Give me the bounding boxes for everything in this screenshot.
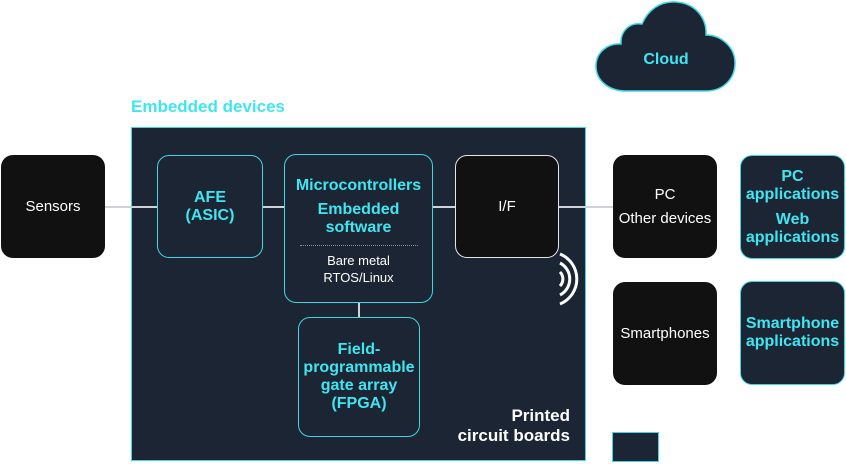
if-external-connector (559, 206, 613, 208)
partial-device-box (612, 432, 659, 462)
microcontrollers-box: Microcontrollers Embedded software Bare … (284, 154, 433, 303)
other-devices-label: Other devices (618, 209, 712, 227)
sensors-label: Sensors (25, 197, 81, 215)
embedded-software-label-2: software (325, 219, 392, 236)
dotted-divider (299, 245, 418, 246)
interface-box: I/F (455, 155, 559, 258)
pc-web-apps-box: PC applications Web applications (740, 155, 845, 259)
pc-devices-box: PC Other devices (613, 155, 717, 258)
cloud-label: Cloud (643, 51, 689, 68)
smartphone-apps-label-2: applications (745, 333, 840, 350)
pcb-label-line2: circuit boards (457, 426, 570, 445)
fpga-label-3: gate array (320, 377, 398, 394)
afe-sublabel: (ASIC) (185, 206, 235, 224)
web-apps-label-2: applications (745, 228, 840, 246)
pc-apps-label-2: applications (745, 185, 840, 203)
wireless-signal-icon (558, 252, 579, 306)
smartphones-label: Smartphones (620, 324, 710, 342)
bare-metal-label: Bare metal (327, 253, 390, 268)
fpga-label-1: Field- (337, 341, 381, 358)
mcu-if-connector (433, 206, 455, 208)
fpga-label-2: programmable (303, 359, 415, 376)
microcontrollers-title: Microcontrollers (295, 177, 422, 194)
pc-label: PC (654, 185, 676, 203)
pc-apps-label-1: PC (781, 167, 804, 185)
web-apps-label-1: Web (775, 210, 810, 228)
mcu-fpga-connector (358, 302, 360, 318)
sensors-afe-connector (104, 206, 158, 208)
cloud-icon (595, 1, 736, 92)
embedded-software-label: Embedded (317, 201, 400, 218)
pcb-label-line1: Printed (511, 406, 570, 425)
afe-mcu-connector (263, 206, 285, 208)
smartphone-apps-box: Smartphone applications (740, 281, 845, 385)
smartphone-apps-label-1: Smartphone (745, 315, 840, 332)
sensors-box: Sensors (1, 155, 105, 258)
embedded-devices-title: Embedded devices (131, 97, 286, 116)
afe-box: AFE (ASIC) (157, 155, 263, 258)
afe-label: AFE (194, 188, 226, 206)
fpga-label-4: (FPGA) (331, 395, 387, 412)
fpga-box: Field- programmable gate array (FPGA) (298, 317, 420, 437)
pcb-label: Printed circuit boards (440, 406, 570, 446)
smartphones-box: Smartphones (613, 282, 717, 385)
rtos-linux-label: RTOS/Linux (323, 270, 394, 285)
interface-label: I/F (498, 197, 516, 215)
